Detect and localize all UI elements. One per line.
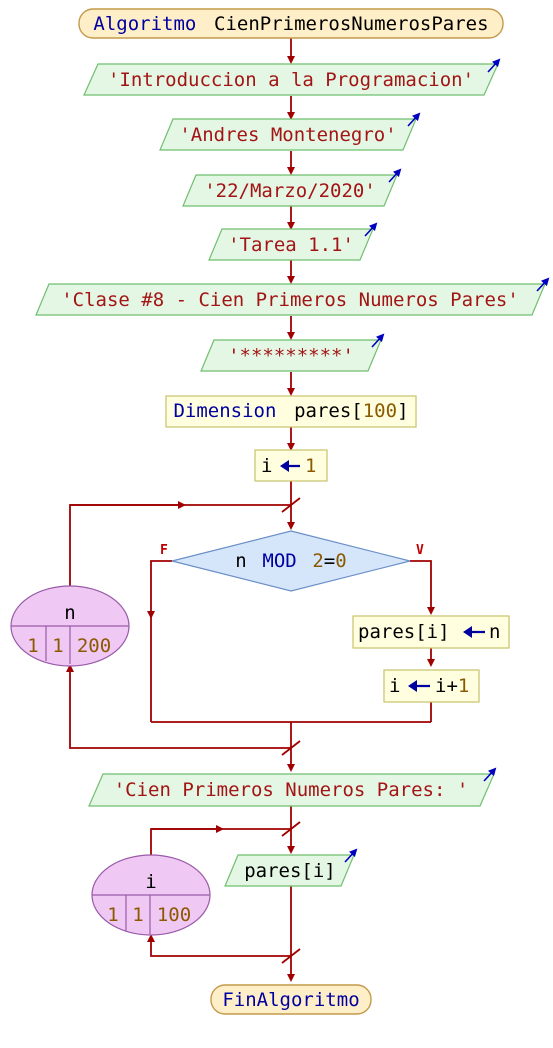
svg-text:pares[i]: pares[i]: [358, 621, 450, 643]
end-keyword: FinAlgoritmo: [222, 989, 359, 1011]
algorithm-name: CienPrimerosNumerosPares: [214, 13, 489, 35]
output-block: 'Andres Montenegro': [159, 112, 421, 151]
loop2-end: 100: [157, 904, 191, 926]
for-loop-i: i 1 1 100: [91, 854, 211, 936]
init-assignment: i 1: [254, 449, 328, 482]
loop1-step: 1: [52, 635, 63, 657]
assign2-target: i: [389, 675, 400, 697]
output-array-text: pares[i]: [244, 860, 336, 882]
output-text: 'Introduccion a la Programacion': [108, 69, 474, 91]
svg-text:i: i: [261, 455, 272, 477]
init-var: i: [261, 455, 272, 477]
output-text: '22/Marzo/2020': [204, 180, 376, 202]
array-name: pares: [294, 400, 351, 422]
svg-text:i: i: [389, 675, 400, 697]
loop1-var: n: [64, 602, 75, 624]
assign-arrow-icon: [463, 626, 485, 638]
svg-text:1: 1: [305, 455, 316, 477]
output-text: 'Tarea 1.1': [228, 234, 354, 256]
loop2-var: i: [145, 871, 156, 893]
dimension-keyword: Dimension: [173, 400, 276, 422]
true-label: V: [416, 543, 424, 558]
end-terminal: FinAlgoritmo: [210, 984, 372, 1015]
loop1-end: 200: [77, 635, 111, 657]
assign1-target: pares[i]: [358, 621, 450, 643]
output-text: 'Cien Primeros Numeros Pares: ': [114, 779, 469, 801]
output-text: 'Andres Montenegro': [179, 124, 396, 146]
output-block: 'Tarea 1.1': [208, 222, 378, 261]
decision-block: n MOD 2=0 F V: [160, 530, 424, 592]
output-block: '*********': [200, 333, 385, 372]
assign-array-block: pares[i] n: [352, 615, 510, 649]
loop2-start: 1: [107, 904, 118, 926]
increment-block: i i+1: [383, 669, 480, 703]
svg-text:i+1: i+1: [435, 675, 469, 697]
svg-text:n MOD 2=0: n MOD 2=0: [235, 550, 346, 572]
init-value: 1: [305, 455, 316, 477]
output-block: 'Clase #8 - Cien Primeros Numeros Pares': [35, 277, 550, 316]
assign-arrow-icon: [280, 460, 300, 472]
start-terminal: Algoritmo CienPrimerosNumerosPares: [78, 8, 504, 39]
output-text: 'Clase #8 - Cien Primeros Numeros Pares': [61, 289, 519, 311]
output-text: '*********': [228, 345, 354, 367]
decision-op: MOD: [262, 550, 296, 572]
svg-text:Dimension pares[100]: Dimension pares[100]: [173, 400, 408, 422]
output-block: '22/Marzo/2020': [182, 168, 402, 207]
output-block: 'Introduccion a la Programacion': [83, 58, 501, 96]
svg-text:Algoritmo CienPrimerosNu: Algoritmo CienPrimerosNumerosPares: [93, 13, 488, 35]
loop1-start: 1: [27, 635, 38, 657]
dimension-block: Dimension pares[100]: [165, 395, 417, 428]
decision-value: 0: [335, 550, 346, 572]
decision-divisor: 2: [312, 550, 323, 572]
assign1-value: n: [489, 621, 500, 643]
svg-text:n: n: [489, 621, 500, 643]
flow-connectors: [66, 38, 435, 982]
false-label: F: [160, 543, 168, 558]
assign2-value: 1: [458, 675, 469, 697]
decision-left: n: [235, 550, 246, 572]
algorithm-keyword: Algoritmo: [93, 13, 196, 35]
output-block: 'Cien Primeros Numeros Pares: ': [88, 767, 497, 807]
for-loop-n: n 1 1 200: [10, 585, 130, 667]
array-size: 100: [363, 400, 397, 422]
assign-arrow-icon: [408, 680, 430, 692]
output-array-block: pares[i]: [224, 848, 358, 887]
loop2-step: 1: [132, 904, 143, 926]
